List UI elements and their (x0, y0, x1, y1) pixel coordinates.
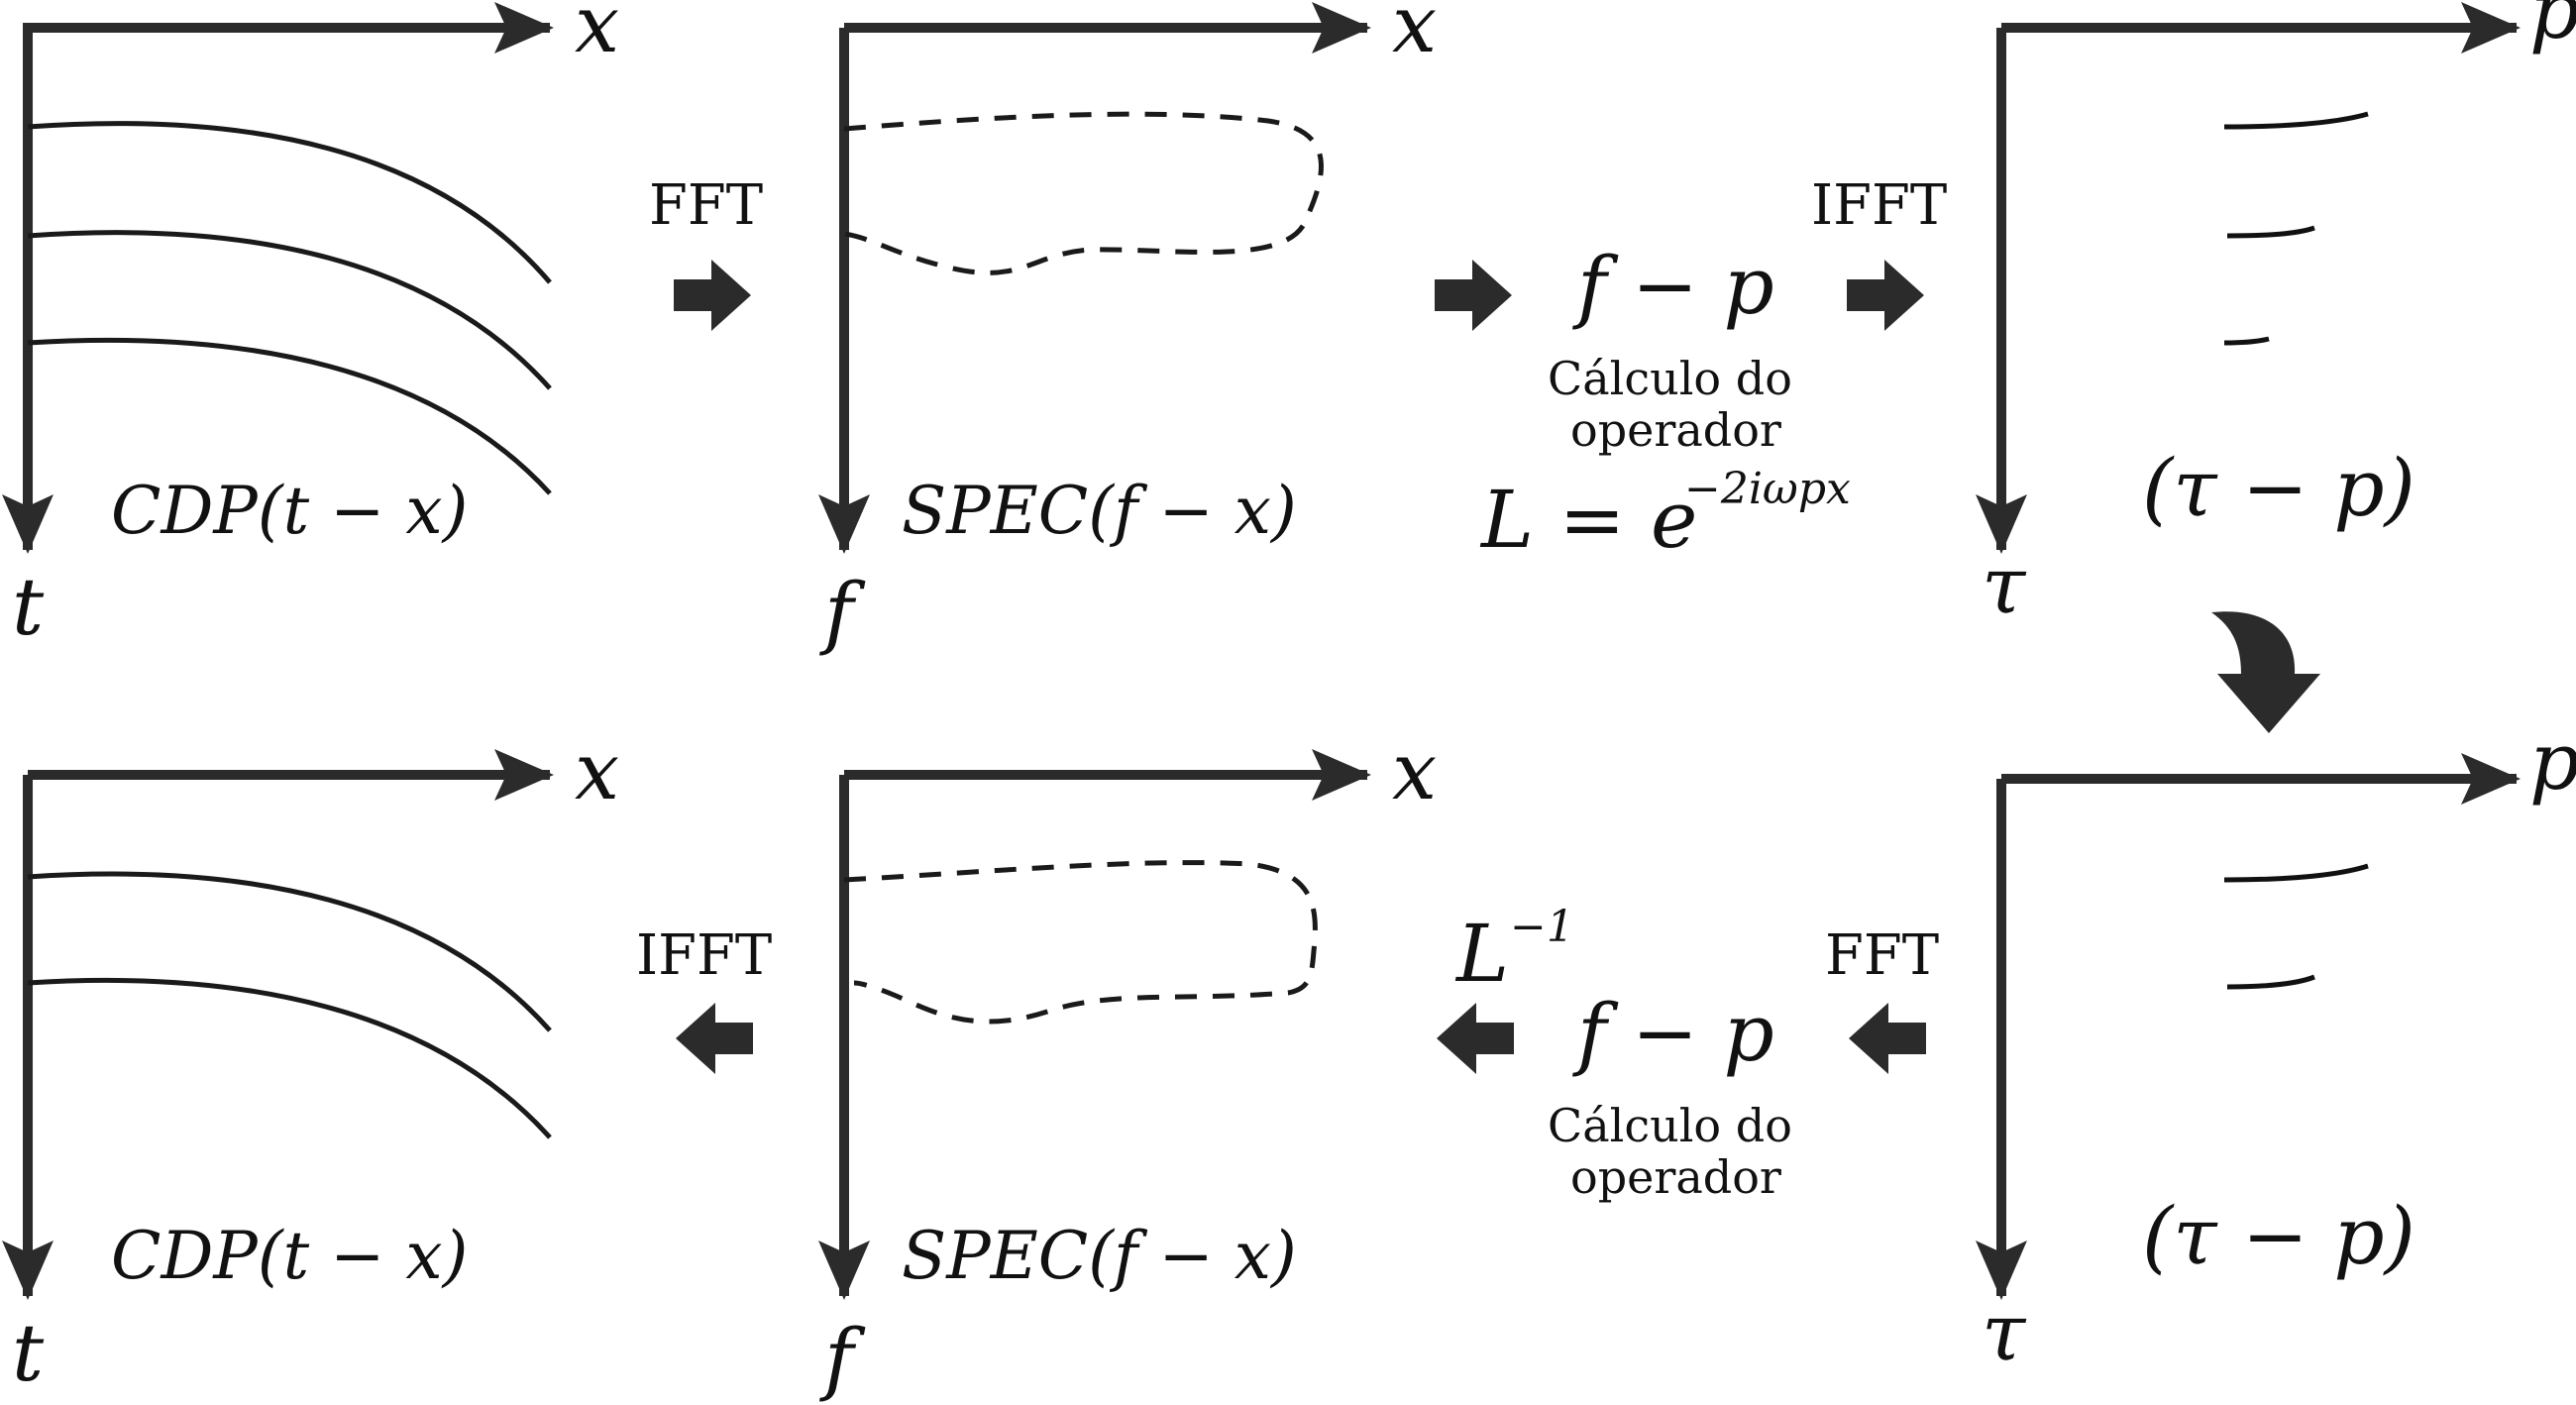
bottom-fft-label: FFT (1825, 923, 1939, 988)
top-fp-label: f − p (1572, 240, 1774, 332)
bottom-cdp-event-1 (27, 871, 552, 1032)
bottom-cdp-t-label: t (12, 1307, 45, 1399)
bottom-cdp-panel: x t CDP(t − x) (2, 725, 619, 1399)
top-taup-event-3 (2223, 336, 2270, 346)
bottom-ifft-step: IFFT (636, 923, 772, 1074)
top-taup-event-2 (2226, 225, 2315, 239)
curved-down-arrow-icon (2211, 611, 2320, 733)
bottom-ifft-label: IFFT (636, 923, 772, 988)
bottom-spec-dashed-region (843, 860, 1318, 1025)
top-fft-step: FFT (649, 173, 763, 331)
top-cdp-event-3 (27, 337, 552, 495)
bottom-spec-x-label: x (1392, 725, 1437, 817)
top-taup-caption: (τ − p) (2142, 442, 2415, 534)
top-cdp-panel: x t CDP(t − x) (2, 0, 619, 653)
bottom-fft-arrow-icon (1849, 1003, 1926, 1074)
top-taup-event-1 (2223, 111, 2369, 130)
bottom-taup-panel: p τ (τ − p) (1976, 715, 2576, 1378)
bottom-operator-line1: Cálculo do (1548, 1099, 1792, 1152)
top-spec-f-label: f (819, 566, 866, 658)
top-operator-block: f − p Cálculo do operador L = e −2iωpx (1479, 240, 1851, 566)
top-ifft-step: IFFT (1811, 173, 1947, 331)
top-spec-caption: SPEC(f − x) (902, 473, 1297, 549)
bottom-fp-label: f − p (1572, 987, 1774, 1079)
bottom-cdp-event-2 (27, 977, 552, 1139)
bottom-ifft-arrow-icon (676, 1003, 753, 1074)
top-formula-exponent: −2iωpx (1684, 464, 1851, 514)
bottom-inverse-base: L (1454, 908, 1509, 1000)
top-cdp-event-1 (27, 121, 552, 284)
bottom-spec-f-label: f (819, 1312, 866, 1404)
top-to-fp-arrow-icon (1435, 260, 1512, 331)
bottom-taup-p-label: p (2529, 715, 2576, 808)
bottom-cdp-caption: CDP(t − x) (111, 1218, 468, 1294)
bottom-operator-line2: operador (1570, 1150, 1781, 1204)
top-taup-p-label: p (2529, 0, 2576, 56)
top-taup-tau-label: τ (1982, 539, 2027, 631)
top-ifft-arrow-icon (1847, 260, 1924, 331)
top-cdp-event-2 (27, 230, 552, 390)
bottom-spec-caption: SPEC(f − x) (902, 1218, 1297, 1294)
bottom-taup-caption: (τ − p) (2142, 1190, 2415, 1282)
bottom-cdp-x-label: x (575, 725, 619, 817)
bottom-operator-block: L −1 f − p Cálculo do operador (1454, 902, 1792, 1204)
bottom-taup-event-1 (2223, 863, 2369, 883)
top-fft-label: FFT (649, 173, 763, 238)
top-spec-x-label: x (1392, 0, 1437, 70)
bottom-fft-step: FFT (1825, 923, 1939, 1074)
top-cdp-t-label: t (12, 561, 45, 653)
bottom-taup-event-2 (2226, 974, 2315, 990)
bottom-from-fp-arrow-icon (1437, 1003, 1514, 1074)
top-ifft-label: IFFT (1811, 173, 1947, 238)
top-taup-panel: p τ (τ − p) (1976, 0, 2576, 631)
bottom-inverse-exponent: −1 (1510, 902, 1574, 952)
top-cdp-axes-icon (23, 23, 550, 530)
bottom-taup-tau-label: τ (1982, 1286, 2027, 1378)
top-fft-arrow-icon (674, 260, 751, 331)
top-spec-panel: x f SPEC(f − x) (818, 0, 1437, 658)
top-spec-dashed-region (843, 111, 1324, 275)
top-cdp-caption: CDP(t − x) (111, 473, 468, 549)
top-cdp-x-label: x (575, 0, 619, 70)
top-operator-line2: operador (1570, 403, 1781, 457)
top-operator-line1: Cálculo do (1548, 352, 1792, 405)
bottom-spec-panel: x f SPEC(f − x) (818, 725, 1437, 1404)
top-formula-lhs: L = e (1479, 474, 1697, 566)
